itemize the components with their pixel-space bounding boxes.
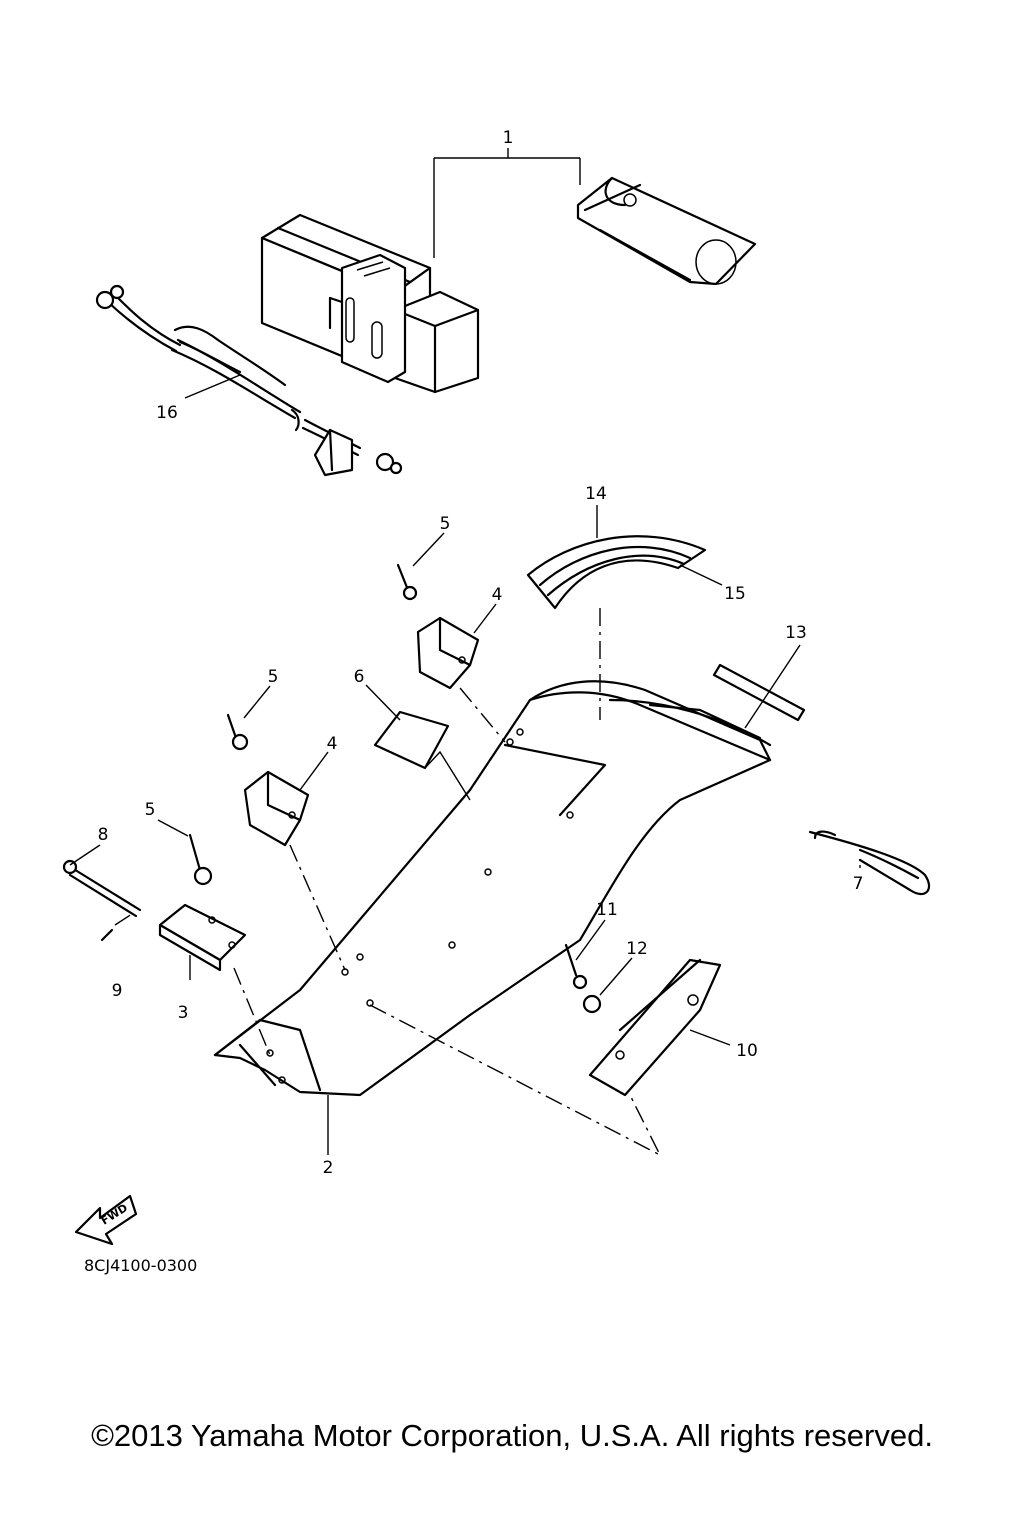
- washer-part-12: [582, 994, 602, 1014]
- callout-2: 2: [323, 1158, 334, 1178]
- screw-part-c: [188, 833, 213, 886]
- assembly-line-bolt: [114, 911, 136, 926]
- callout-4-lower: 4: [327, 734, 338, 754]
- callout-6: 6: [354, 667, 365, 687]
- bolt-part: [62, 859, 142, 918]
- callout-5-lower: 5: [145, 800, 156, 820]
- callout-8: 8: [98, 825, 109, 845]
- callout-11: 11: [596, 900, 618, 920]
- screw-part-a: [396, 563, 418, 601]
- callout-3: 3: [178, 1003, 189, 1023]
- grab-wire-part: [808, 830, 931, 896]
- label-part: [373, 710, 450, 770]
- callout-5-upper: 5: [440, 514, 451, 534]
- rear-fender-part: [213, 680, 772, 1097]
- assembly-line-bracket-lower: [289, 844, 346, 971]
- assembly-line-bracket-upper: [459, 687, 506, 743]
- callout-7: 7: [853, 874, 864, 894]
- callout-15: 15: [724, 584, 746, 604]
- tool-bag-part: [260, 176, 757, 394]
- leader-lines: [69, 148, 861, 1155]
- fwd-arrow-icon: FWD: [74, 1194, 138, 1246]
- callout-9: 9: [112, 981, 123, 1001]
- callout-4-upper: 4: [492, 585, 503, 605]
- bracket-part-upper: [416, 616, 480, 690]
- bracket-part-lower: [243, 770, 310, 847]
- callout-12: 12: [626, 939, 648, 959]
- emblem-part: [526, 535, 707, 610]
- callout-13: 13: [785, 623, 807, 643]
- diagram-code: 8CJ4100-0300: [84, 1256, 197, 1275]
- hinge-part: [158, 903, 247, 972]
- bracket-part-10: [588, 958, 722, 1097]
- pin-part: [100, 928, 114, 942]
- callout-5-middle: 5: [268, 667, 279, 687]
- screw-part-11: [564, 943, 588, 990]
- callout-14: 14: [585, 484, 607, 504]
- screw-part-b: [226, 713, 249, 751]
- assembly-line-fender-10: [369, 1004, 662, 1157]
- callout-1: 1: [503, 128, 514, 148]
- strip-part: [712, 663, 806, 722]
- callout-10: 10: [736, 1041, 758, 1061]
- seat-lock-cable-part: [95, 284, 403, 477]
- assembly-line-hinge: [233, 967, 271, 1056]
- copyright-notice: ©2013 Yamaha Motor Corporation, U.S.A. A…: [91, 1418, 933, 1453]
- callout-16: 16: [156, 403, 178, 423]
